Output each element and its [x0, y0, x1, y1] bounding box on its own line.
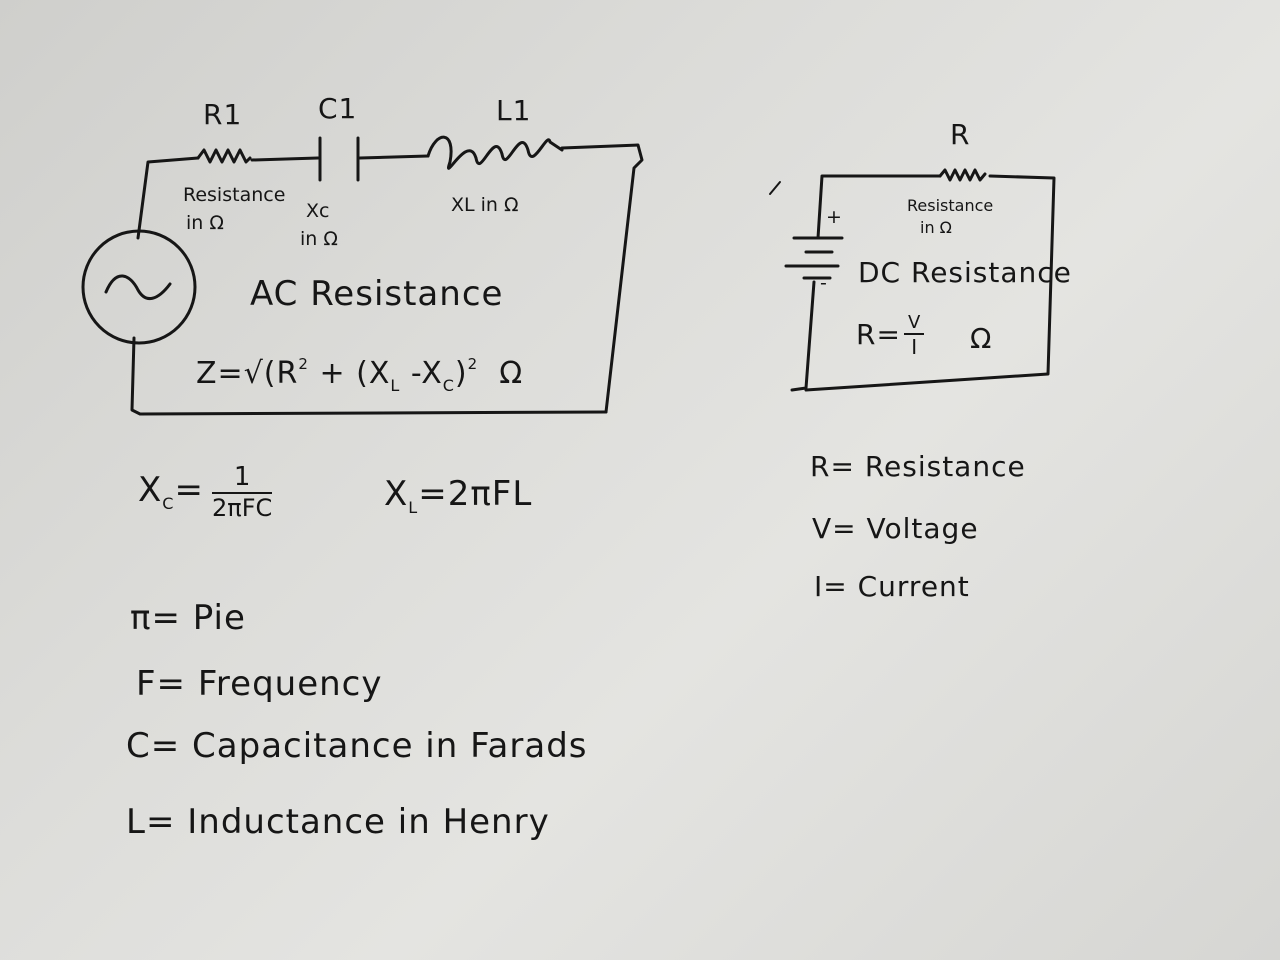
ac-wire-bottom — [130, 336, 608, 416]
xc-formula-lhs: XC= — [138, 470, 204, 513]
xc-numerator: 1 — [212, 462, 273, 494]
xc-fraction: 1 2πFC — [212, 462, 273, 522]
legend-pi: π= Pie — [130, 598, 246, 638]
xc-subscript: C — [162, 494, 175, 513]
dc-wire-top-right — [804, 174, 1056, 392]
xc-symbol: X — [138, 470, 163, 510]
xl-subscript: L — [408, 498, 419, 517]
xc-note-line1: Xc — [306, 200, 330, 222]
xl-formula: XL=2πFL — [384, 474, 533, 517]
legend-current: I= Current — [814, 570, 970, 603]
ac-source-circle — [81, 229, 197, 345]
legend-resistance: R= Resistance — [810, 450, 1026, 483]
xl-rhs: =2πFL — [418, 474, 533, 514]
ac-resistor-r1-symbol — [196, 148, 252, 164]
dc-wire-top — [816, 174, 942, 240]
ac-inductor-l1-symbol — [426, 135, 564, 170]
dc-r-label: R — [950, 118, 971, 151]
ac-resistance-note-line2: in Ω — [186, 212, 224, 234]
ohms-law-lhs: R= — [856, 318, 901, 351]
ac-source-sine-icon — [104, 274, 172, 300]
impedance-minus: -X — [410, 356, 443, 391]
ac-circuit-title: AC Resistance — [250, 274, 504, 314]
dc-circuit-title: DC Resistance — [858, 256, 1072, 289]
dc-resistance-note-line1: Resistance — [907, 196, 994, 215]
xl-symbol: X — [384, 474, 409, 514]
impedance-unit: Ω — [499, 356, 524, 391]
ac-wire-r1-c1 — [250, 156, 320, 162]
impedance-mid: + (X — [319, 356, 391, 391]
ac-wire-left-top — [136, 156, 200, 240]
xc-equals: = — [174, 470, 204, 510]
legend-inductance: L= Inductance in Henry — [126, 802, 550, 842]
impedance-xl-sub: L — [390, 376, 401, 395]
dc-wire-left-bottom — [790, 280, 816, 392]
impedance-outer-squared: 2 — [467, 355, 479, 373]
impedance-formula: Z=√(R2 + (XL -XC)2 Ω — [196, 355, 524, 395]
ohms-law-denominator: I — [911, 335, 918, 359]
l1-label: L1 — [496, 94, 532, 127]
ac-wire-c1-l1 — [358, 154, 430, 160]
legend-frequency: F= Frequency — [136, 664, 383, 704]
r1-label: R1 — [203, 98, 243, 131]
impedance-r-squared: 2 — [298, 355, 309, 373]
ohms-law-unit: Ω — [970, 322, 993, 355]
xl-note: XL in Ω — [451, 194, 519, 216]
legend-capacitance: C= Capacitance in Farads — [126, 726, 588, 766]
c1-label: C1 — [318, 92, 358, 125]
dc-resistance-note-line2: in Ω — [920, 218, 952, 237]
ohms-law-numerator: V — [904, 312, 925, 335]
xc-denominator: 2πFC — [212, 494, 273, 522]
ac-wire-right — [560, 143, 644, 414]
battery-plus-sign: + — [826, 206, 842, 228]
xc-note-line2: in Ω — [300, 228, 338, 250]
impedance-close: ) — [454, 356, 468, 391]
legend-voltage: V= Voltage — [812, 512, 979, 545]
dc-resistor-r-symbol — [938, 168, 987, 182]
battery-minus-sign: - — [820, 272, 827, 294]
impedance-xc-sub: C — [442, 376, 455, 395]
ohms-law-fraction: V I — [904, 312, 925, 359]
ac-resistance-note-line1: Resistance — [183, 184, 286, 206]
impedance-lhs: Z=√(R — [196, 356, 299, 391]
